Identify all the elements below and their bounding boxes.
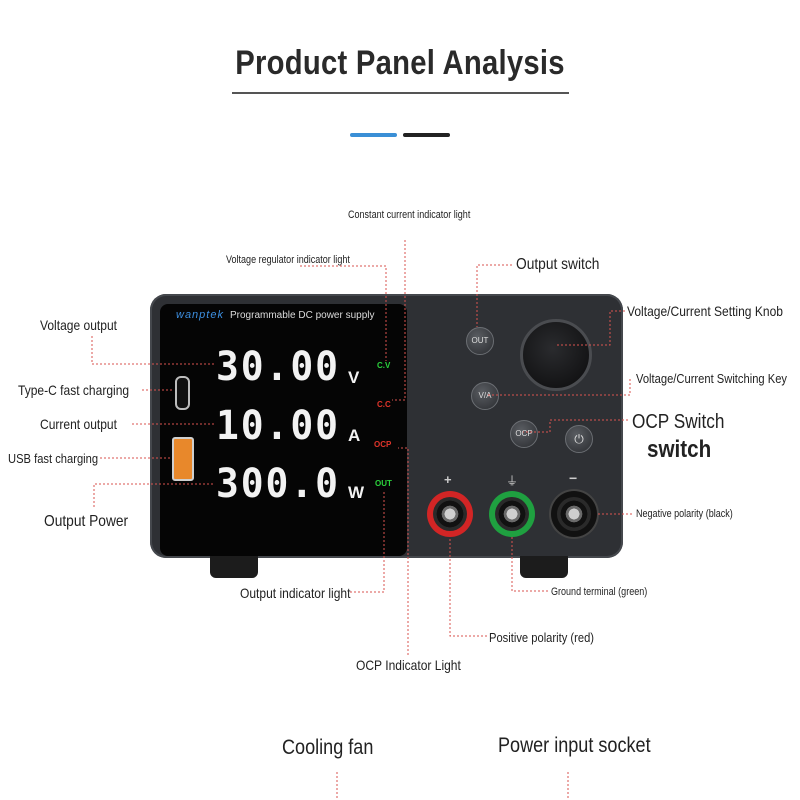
label-knob: Voltage/Current Setting Knob [627,303,783,319]
voltage-readout: 30.00 [216,344,340,390]
ground-sign: ⏚ [506,474,519,488]
current-unit: A [348,426,361,445]
page-title: Product Panel Analysis [235,44,565,82]
label-power-socket: Power input socket [498,734,651,757]
ocp-indicator: OCP [374,440,392,449]
label-output-power: Output Power [44,513,129,530]
label-current-output: Current output [40,416,117,432]
label-negative: Negative polarity (black) [636,508,733,520]
label-ocp-indicator: OCP Indicator Light [356,657,461,673]
positive-terminal[interactable] [427,491,473,537]
voltage-unit: V [348,368,360,387]
minus-sign: − [569,470,578,486]
label-ocp-switch-line2: switch [647,436,712,463]
leader-output-indicator [350,492,385,593]
leader-ground [511,537,548,592]
brand-logo: wanptek [176,309,224,321]
leader-output-power [93,483,214,507]
negative-terminal-post [557,497,591,531]
device-subtitle: Programmable DC power supply [230,310,375,321]
leader-ocp-indicator [398,447,409,655]
ocp-button[interactable]: OCP [510,420,538,448]
label-ground: Ground terminal (green) [551,586,648,598]
cc-indicator: C.C [377,400,391,409]
leader-voltage-output [91,336,214,365]
leader-positive [449,537,487,637]
device-foot-left [210,556,258,578]
accent-bar-dark [403,133,450,137]
output-button[interactable]: OUT [466,327,494,355]
label-voltage-output: Voltage output [40,317,117,333]
power-readout: 300.0 [216,461,340,507]
ground-terminal-post [495,497,529,531]
power-unit: W [348,483,365,502]
power-button[interactable]: ⏻ [565,425,593,453]
leader-constant-current [392,240,406,401]
out-indicator: OUT [375,479,392,488]
label-output-indicator: Output indicator light [240,585,351,601]
setting-knob[interactable] [520,319,592,391]
plus-sign: + [444,472,452,487]
label-constant-current: Constant current indicator light [348,209,471,221]
ground-terminal[interactable] [489,491,535,537]
power-icon: ⏻ [574,432,584,446]
negative-terminal[interactable] [551,491,597,537]
positive-terminal-post [433,497,467,531]
va-switch-button[interactable]: V/A [471,382,499,410]
title-underline [232,92,569,94]
current-readout: 10.00 [216,403,340,449]
type-c-port [175,376,190,410]
leader-vc-switching [486,379,631,396]
label-type-c: Type-C fast charging [18,382,130,398]
label-cooling-fan: Cooling fan [282,736,374,759]
label-positive: Positive polarity (red) [489,630,595,645]
cv-indicator: C.V [377,361,391,370]
display-screen [160,304,407,556]
usb-a-port [172,437,194,481]
label-ocp-switch-line1: OCP Switch [632,411,725,433]
leader-voltage-regulator [300,265,387,361]
leader-output-switch [476,264,512,327]
leader-knob [556,310,625,346]
label-voltage-regulator: Voltage regulator indicator light [226,254,350,266]
leader-ocp-switch [523,419,628,433]
device-foot-right [520,556,568,578]
label-vc-switching: Voltage/Current Switching Key [636,371,788,386]
label-usb-fast: USB fast charging [8,451,99,466]
label-output-switch: Output switch [516,256,600,273]
accent-bar-blue [350,133,397,137]
